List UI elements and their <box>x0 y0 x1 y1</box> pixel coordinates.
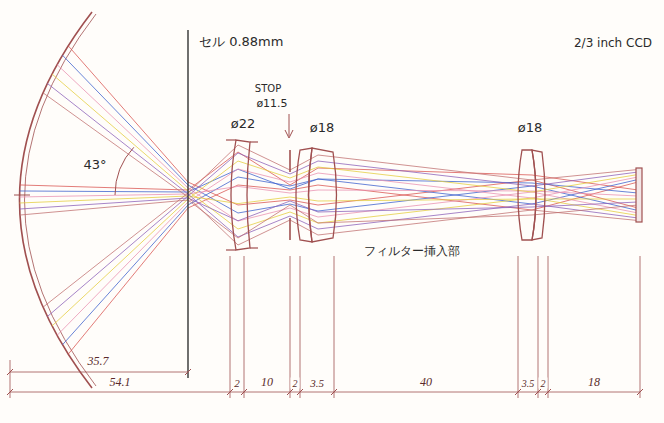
stop-blade <box>289 150 291 172</box>
lens-element <box>532 150 545 240</box>
dimension-tick <box>241 389 247 395</box>
dimension-tick <box>185 369 191 375</box>
mirror-center-mark <box>14 195 30 196</box>
extension-line <box>548 256 549 398</box>
extension-line <box>640 256 641 398</box>
diameter-label: ø11.5 <box>254 98 289 110</box>
light-ray <box>68 182 638 354</box>
angle-label: 43° <box>81 158 108 172</box>
dimension-tick <box>515 389 521 395</box>
stop-arrow <box>289 114 290 136</box>
dimension-label: 18 <box>586 376 602 389</box>
extension-line <box>300 256 301 398</box>
extension-line <box>334 256 335 398</box>
dimension-tick <box>7 369 13 375</box>
lens-element <box>231 140 250 250</box>
dimension-label: 10 <box>259 376 275 389</box>
dimension-label: 3.5 <box>308 377 326 389</box>
dimension-ticks <box>7 369 643 395</box>
dimension-tick <box>227 389 233 395</box>
dimension-label: 2 <box>539 378 548 389</box>
extension-line <box>518 256 519 398</box>
dimension-label: 2 <box>291 378 300 389</box>
light-ray <box>52 161 638 326</box>
light-ray <box>62 55 638 213</box>
mount-flange <box>250 247 258 248</box>
cell-plane <box>187 30 188 378</box>
lens-element <box>309 148 337 242</box>
stop-arrowhead <box>285 130 293 138</box>
dimension-label: 2 <box>232 377 242 389</box>
cell-label: セル 0.88mm <box>197 35 285 49</box>
dimension-label: 35.7 <box>86 355 111 368</box>
dimension-tick <box>637 389 643 395</box>
dimension-tick <box>287 389 293 395</box>
mount-flange <box>250 141 258 142</box>
filter-slot-label: フィルター挿入部 <box>362 245 462 258</box>
stop-label: STOP <box>253 83 283 94</box>
diameter-label: ø18 <box>308 121 337 135</box>
ray-bundles <box>20 46 638 354</box>
mount-flange <box>226 249 236 250</box>
diameter-label: ø18 <box>516 121 545 135</box>
extension-line <box>230 256 231 398</box>
dimension-tick <box>297 389 303 395</box>
light-ray <box>62 177 638 345</box>
dimension-label: 3.5 <box>520 378 537 389</box>
extension-line <box>244 256 245 398</box>
light-ray <box>47 83 638 237</box>
diameter-label: ø22 <box>229 117 258 131</box>
dimension-label: 54.1 <box>108 376 133 389</box>
dimension-tick <box>535 389 541 395</box>
lens-element <box>518 150 536 240</box>
dimension-label: 40 <box>418 376 434 389</box>
sensor-label: 2/3 inch CCD <box>572 37 654 50</box>
extension-lines <box>10 256 640 398</box>
stop-blade <box>289 218 291 240</box>
lens-group <box>231 140 545 250</box>
light-ray <box>47 153 638 317</box>
dimension-line <box>10 392 640 393</box>
lens-mount <box>226 140 258 250</box>
light-ray <box>57 169 638 335</box>
dimension-line <box>10 372 188 373</box>
dimension-tick <box>331 389 337 395</box>
mount-flange <box>226 139 236 140</box>
dimension-tick <box>7 389 13 395</box>
aperture-stop <box>290 150 291 240</box>
ccd-sensor <box>636 168 642 222</box>
light-ray <box>43 145 638 307</box>
angle-arc <box>115 147 134 195</box>
light-ray <box>43 93 638 245</box>
dimension-tick <box>545 389 551 395</box>
